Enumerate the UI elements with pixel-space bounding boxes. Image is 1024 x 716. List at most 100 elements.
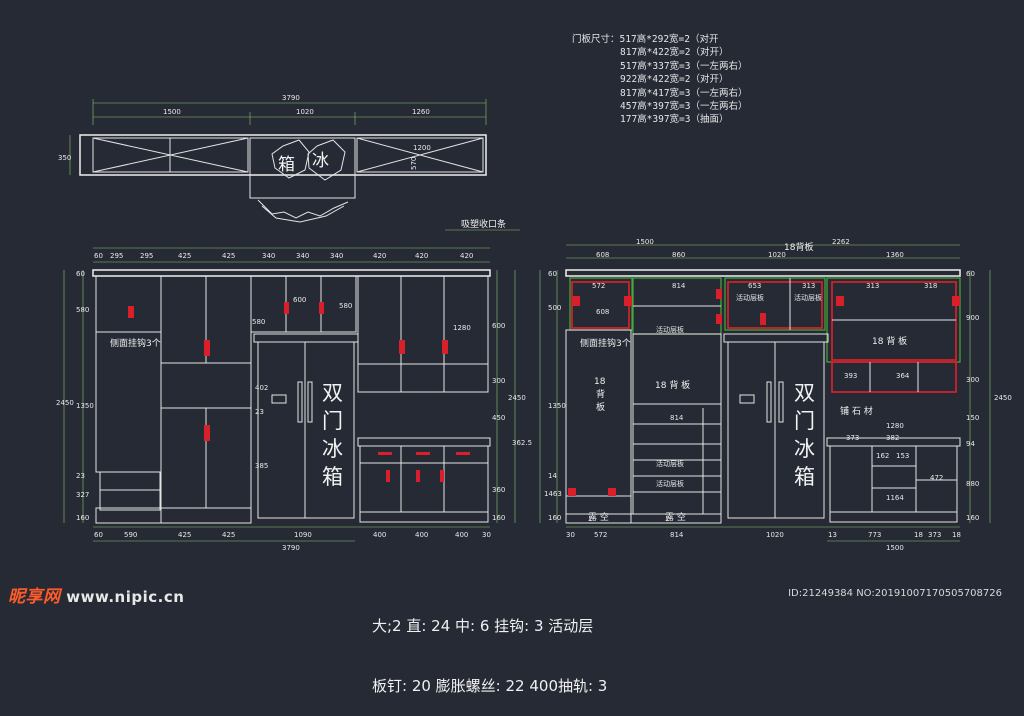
plan-fridge-char-1: 箱 <box>278 155 295 175</box>
left-inner-dim-5: 580 <box>339 302 352 310</box>
plan-depth-dim: 350 <box>58 154 71 162</box>
left-bottom-dim-7: 400 <box>455 531 468 539</box>
right-cab-dim-0: 1280 <box>886 422 904 430</box>
right-overall-top-right: 2262 <box>832 238 850 246</box>
left-top-dim-3: 425 <box>178 252 191 260</box>
right-sub-dim-6: 318 <box>924 282 937 290</box>
left-side-dim-2: 1350 <box>76 402 94 410</box>
open-label-1: 露 空 <box>588 511 609 523</box>
back-panel-side-3: 板 <box>596 401 605 413</box>
door-panel-line-4: 817高*417宽=3（一左两右） <box>620 87 748 99</box>
door-panel-line-0-text: 517高*292宽=2（对开 <box>619 34 719 45</box>
movable-shelf-label-4: 活动层板 <box>656 459 684 468</box>
plan-inner-dim: 1200 <box>413 144 431 152</box>
cad-drawing: .ln { stroke:#e4e4e4; stroke-width:1; fi… <box>56 94 1012 552</box>
back-panel-right-label: 18 背 板 <box>872 335 907 347</box>
right-overall-top-left: 1500 <box>636 238 654 246</box>
movable-shelf-label-3: 活动层板 <box>794 293 822 302</box>
right-left-dim-0: 500 <box>548 304 561 312</box>
right-bottom-dim-6: 18 <box>914 531 923 539</box>
hardware-line-2: 板钉: 20 膨胀螺丝: 22 400抽轨: 3 <box>372 677 608 695</box>
right-sub-dim-0: 572 <box>592 282 605 290</box>
right-cab-dim-4: 153 <box>896 452 909 460</box>
left-bottom-dim-4: 1090 <box>294 531 312 539</box>
right-right-dim-6: 2450 <box>994 394 1012 402</box>
door-panel-line-6: 177高*397宽=3（抽面） <box>620 114 729 126</box>
left-overall-right: 2450 <box>508 394 526 402</box>
hardware-line-1: 大;2 直: 24 中: 6 挂钩: 3 活动层 <box>372 617 594 635</box>
left-top-dim-8: 420 <box>373 252 386 260</box>
watermark-url: www.nipic.cn <box>66 588 185 606</box>
right-cab-dim-9: 814 <box>670 414 684 422</box>
left-inner-dim-1: 402 <box>255 384 268 392</box>
hardware-summary: 大;2 直: 24 中: 6 挂钩: 3 活动层 板钉: 20 膨胀螺丝: 22… <box>372 576 607 716</box>
left-top-dim-5: 340 <box>262 252 275 260</box>
left-right-dim-5: 160 <box>492 514 505 522</box>
right-bottom-overall: 1500 <box>886 544 904 552</box>
right-sub-dim-2: 814 <box>672 282 686 290</box>
right-right-dim-0: 900 <box>966 314 979 322</box>
left-overall-bottom: 3790 <box>282 544 300 552</box>
left-right-dim-3: 362.5 <box>512 439 532 447</box>
back-panel-side-1: 18 <box>594 377 606 387</box>
left-side-dim-3: 23 <box>76 472 85 480</box>
left-overall-left: 2450 <box>56 399 74 407</box>
right-cab-dim-2: 382 <box>886 434 899 442</box>
right-top-dim-4: 1020 <box>768 251 786 259</box>
right-top-dim-2: 608 <box>596 251 609 259</box>
right-bottom-dim-5: 773 <box>868 531 881 539</box>
suction-strip-label: 吸塑收口条 <box>461 218 506 230</box>
side-hook-right-label: 侧面挂钩3个 <box>580 337 631 349</box>
door-panel-notes: 门板尺寸：517高*292宽=2（对开 817高*422宽=2（对开） 517高… <box>572 33 747 127</box>
right-bottom-dim-4: 13 <box>828 531 837 539</box>
right-left-dim-top: 60 <box>548 270 557 278</box>
door-panel-title: 门板尺寸： <box>572 34 620 45</box>
right-cab-dim-7: 393 <box>844 372 857 380</box>
left-inner-dim-0: 580 <box>252 318 265 326</box>
left-bottom-dim-3: 425 <box>222 531 235 539</box>
back-panel-top-label: 18背板 <box>784 241 813 253</box>
left-elevation: 60 295 295 425 425 340 340 340 420 420 4… <box>56 247 532 552</box>
left-top-dim-1: 295 <box>110 252 123 260</box>
right-cab-dim-6: 1164 <box>886 494 904 502</box>
right-right-dim-5: 160 <box>966 514 979 522</box>
left-inner-dim-3: 385 <box>255 462 268 470</box>
back-panel-mid-label: 18 背 板 <box>655 379 690 391</box>
right-sub-dim-1: 608 <box>596 308 609 316</box>
fridge-right-char-2: 门 <box>794 409 815 433</box>
right-right-dim-top: 60 <box>966 270 975 278</box>
left-top-dim-9: 420 <box>415 252 428 260</box>
movable-shelf-label-1: 活动层板 <box>656 325 684 334</box>
right-elevation: 1500 2262 18背板 608 860 1020 1360 <box>539 238 1012 552</box>
plan-view: 3790 1500 1020 1260 350 箱 冰 1200 570 <box>58 94 487 223</box>
right-left-dim-3: 1463 <box>544 490 562 498</box>
plan-seg-3: 1260 <box>412 108 430 116</box>
right-right-dim-4: 880 <box>966 480 979 488</box>
left-right-dim-1: 300 <box>492 377 505 385</box>
right-sub-dim-3: 653 <box>748 282 761 290</box>
right-left-dim-2: 14 <box>548 472 557 480</box>
left-bottom-dim-0: 60 <box>94 531 103 539</box>
right-sub-dim-5: 313 <box>866 282 879 290</box>
left-top-dim-4: 425 <box>222 252 235 260</box>
left-top-dim-2: 295 <box>140 252 153 260</box>
door-panel-line-0: 门板尺寸：517高*292宽=2（对开 <box>572 33 747 46</box>
fridge-left-char-1: 双 <box>322 381 343 405</box>
door-panel-line-5: 457高*397宽=3（一左两右） <box>620 101 748 113</box>
right-cab-dim-8: 364 <box>896 372 910 380</box>
fridge-right-char-3: 冰 <box>794 437 815 461</box>
right-bottom-dim-1: 572 <box>594 531 607 539</box>
plan-seg-2: 1020 <box>296 108 314 116</box>
left-right-dim-2: 450 <box>492 414 505 422</box>
left-bottom-dim-5: 400 <box>373 531 386 539</box>
left-side-dim-1: 580 <box>76 306 89 314</box>
left-top-dim-0: 60 <box>94 252 103 260</box>
fridge-left-char-4: 箱 <box>322 465 343 489</box>
fridge-left-char-3: 冰 <box>322 437 343 461</box>
right-handles <box>568 289 960 496</box>
left-top-dim-10: 420 <box>460 252 473 260</box>
watermark-brand-cn: 昵享网 <box>8 587 61 607</box>
left-bottom-dim-1: 590 <box>124 531 137 539</box>
left-side-dim-4: 327 <box>76 491 89 499</box>
left-handles <box>128 302 470 482</box>
